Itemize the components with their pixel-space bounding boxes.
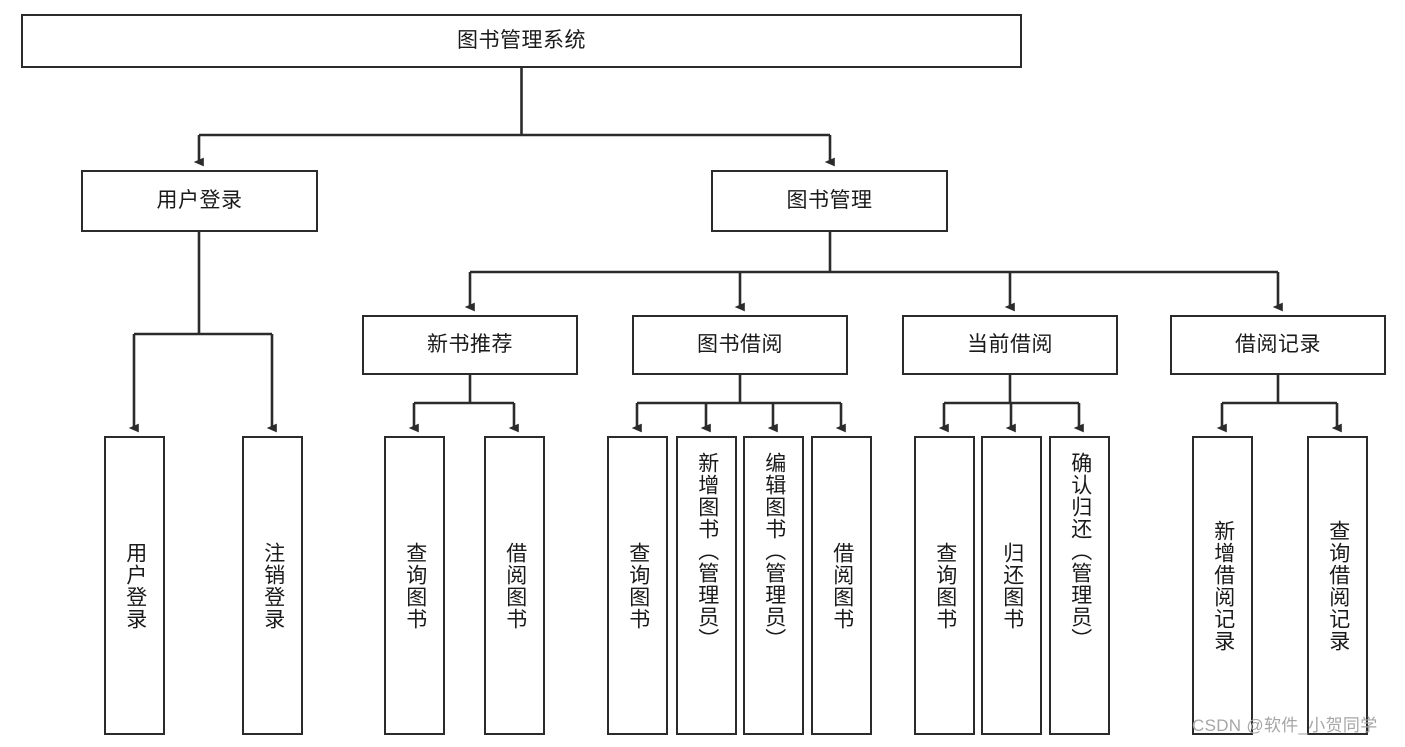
edges-book-borrow-to-leaves — [631, 375, 846, 433]
node-label: 新书推荐 — [427, 333, 513, 357]
node-new-book-recommend[interactable]: 新书推荐 — [362, 315, 578, 375]
node-label: 确认归还（管理员） — [1068, 452, 1092, 650]
node-label: 查询图书 — [626, 541, 650, 630]
node-leaf-edit-book-admin[interactable]: 编辑图书（管理员） — [743, 436, 804, 735]
node-leaf-return-book[interactable]: 归还图书 — [981, 436, 1042, 735]
node-borrow-record[interactable]: 借阅记录 — [1170, 315, 1386, 375]
node-label: 用户登录 — [156, 189, 243, 213]
node-label: 查询图书 — [933, 541, 957, 630]
node-leaf-query-borrow-record[interactable]: 查询借阅记录 — [1307, 436, 1368, 735]
node-label: 当前借阅 — [967, 333, 1053, 357]
node-label: 查询图书 — [403, 541, 427, 630]
node-label: 归还图书 — [1000, 541, 1024, 630]
edges-borrow-record-to-leaves — [1216, 375, 1342, 433]
node-label: 新增图书（管理员） — [695, 452, 719, 650]
csdn-watermark: CSDN @软件_小贺同学 — [1192, 716, 1378, 735]
node-label: 注销登录 — [261, 541, 285, 630]
node-leaf-confirm-return-admin[interactable]: 确认归还（管理员） — [1049, 436, 1110, 735]
edges-book-mgmt-to-level3 — [464, 232, 1283, 312]
edges-user-login-to-leaves — [128, 232, 277, 433]
node-label: 图书管理系统 — [457, 29, 586, 53]
node-leaf-query-book-recommend[interactable]: 查询图书 — [384, 436, 445, 735]
node-root-book-management-system[interactable]: 图书管理系统 — [21, 14, 1022, 68]
node-leaf-add-borrow-record[interactable]: 新增借阅记录 — [1192, 436, 1253, 735]
edges-current-borrow-to-leaves — [938, 375, 1084, 433]
node-leaf-borrow-book-recommend[interactable]: 借阅图书 — [484, 436, 545, 735]
node-label: 查询借阅记录 — [1326, 519, 1350, 652]
edges-new-book-to-leaves — [408, 375, 519, 433]
node-label: 编辑图书（管理员） — [762, 452, 786, 650]
edges-root-to-level2 — [193, 68, 835, 167]
node-leaf-user-login[interactable]: 用户登录 — [104, 436, 165, 735]
node-label: 借阅记录 — [1235, 333, 1321, 357]
node-book-management[interactable]: 图书管理 — [711, 170, 948, 232]
node-label: 借阅图书 — [503, 541, 527, 630]
node-leaf-query-book-borrow[interactable]: 查询图书 — [607, 436, 668, 735]
node-current-borrow[interactable]: 当前借阅 — [902, 315, 1118, 375]
node-book-borrow[interactable]: 图书借阅 — [632, 315, 848, 375]
node-label: 图书管理 — [786, 189, 873, 213]
node-leaf-logout[interactable]: 注销登录 — [242, 436, 303, 735]
node-label: 新增借阅记录 — [1211, 519, 1235, 652]
node-label: 借阅图书 — [830, 541, 854, 630]
node-leaf-query-book-current[interactable]: 查询图书 — [914, 436, 975, 735]
node-leaf-add-book-admin[interactable]: 新增图书（管理员） — [676, 436, 737, 735]
node-label: 用户登录 — [123, 541, 147, 630]
node-label: 图书借阅 — [697, 333, 783, 357]
node-user-login[interactable]: 用户登录 — [81, 170, 318, 232]
node-leaf-borrow-book[interactable]: 借阅图书 — [811, 436, 872, 735]
